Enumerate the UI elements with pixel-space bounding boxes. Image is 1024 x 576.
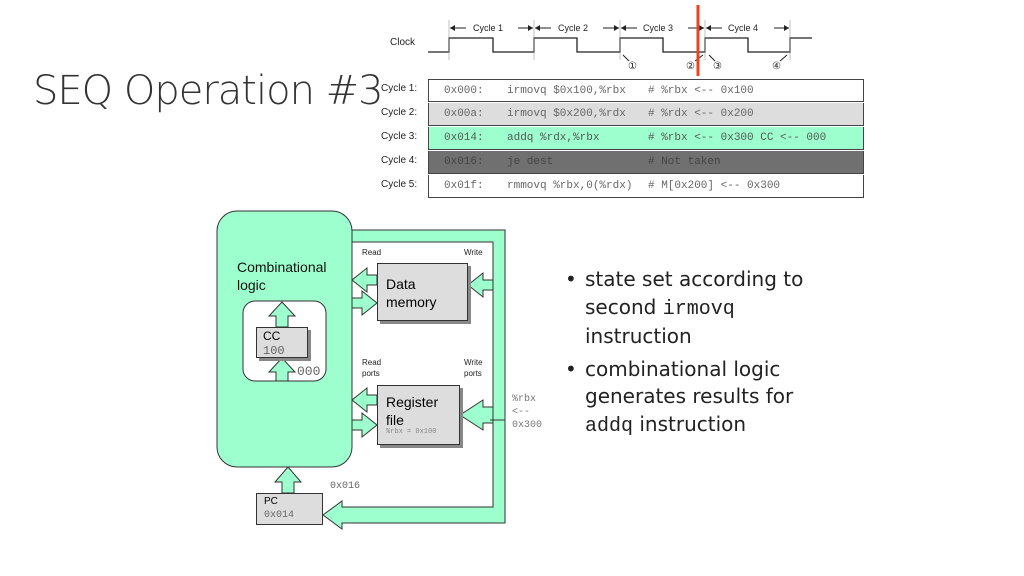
cycle-row-label: Cycle 5:	[381, 179, 418, 190]
clock-label: Clock	[390, 37, 416, 48]
cycle-label: Cycle 2	[558, 23, 589, 33]
cc-value: 100	[263, 344, 285, 358]
pc-next-value: 0x016	[330, 481, 361, 492]
cycle-label: Cycle 4	[728, 23, 759, 33]
reg-update-name: %rbx	[512, 394, 537, 405]
instruction-comment: # %rdx <-- 0x200	[648, 108, 754, 120]
bullet-item: •state set according to second irmovq in…	[565, 267, 804, 348]
reg-write-label: Write ports	[464, 358, 483, 378]
instruction-text: je dest	[507, 156, 554, 168]
bullet-list: •state set according to second irmovq in…	[565, 266, 825, 445]
program-row: 0x014: addq %rdx,%rbx # %rbx <-- 0x300 CC …	[428, 127, 864, 150]
cycle-row-label: Cycle 3:	[381, 131, 418, 142]
comb-logic-label: Combinational logic	[237, 259, 327, 293]
feedback-bus	[322, 229, 506, 530]
arrowheads	[450, 25, 789, 31]
reg-read-label: Read ports	[362, 358, 382, 378]
pc-label: PC	[264, 496, 278, 507]
cc-register: CC 100	[256, 327, 308, 358]
pc-register: PC 0x014	[256, 493, 323, 525]
instruction-address: 0x014:	[444, 132, 484, 144]
cycle-row-label: Cycle 1:	[381, 83, 418, 94]
program-row: 0x000: irmovq $0x100,%rbx # %rbx <-- 0x100	[428, 79, 864, 102]
mem-write-arrow	[467, 271, 494, 299]
bullet-text: state set according to second	[585, 267, 804, 319]
reg-update-arrow: <--	[512, 407, 531, 418]
bullet-code: addq	[585, 414, 634, 438]
bullet-code: irmovq	[662, 297, 735, 321]
cc-next-value: 000	[297, 364, 321, 379]
register-state: %rbx = 0x100	[386, 428, 437, 436]
register-file-label: Register file	[386, 394, 439, 428]
marker-4: ④	[772, 61, 781, 72]
program-row: 0x00a: irmovq $0x200,%rdx # %rdx <-- 0x200	[428, 103, 864, 126]
instruction-comment: # %rbx <-- 0x100	[648, 85, 754, 97]
pc-to-logic-arrow	[273, 466, 303, 494]
mem-read-label: Read	[362, 248, 382, 257]
reg-write-addr-arrow	[351, 411, 378, 439]
cc-in-arrow	[267, 357, 297, 382]
instruction-address: 0x00a:	[444, 108, 484, 120]
reg-read-arrow	[351, 386, 378, 414]
clock-diagram	[428, 5, 812, 76]
bullet-text: instruction	[633, 411, 747, 436]
instruction-comment: # %rbx <-- 0x300 CC <-- 000	[648, 132, 827, 144]
bullet-item: •combinational logic generates results f…	[565, 356, 794, 438]
instruction-address: 0x016:	[444, 156, 484, 168]
cc-out-arrow	[267, 301, 297, 328]
marker-3: ③	[713, 61, 722, 72]
data-memory-label: Data memory	[386, 276, 437, 310]
instruction-text: addq %rdx,%rbx	[507, 132, 600, 144]
instruction-address: 0x01f:	[444, 180, 484, 192]
instruction-comment: # Not taken	[648, 156, 721, 168]
cc-label: CC	[263, 329, 281, 343]
instruction-text: irmovq $0x100,%rbx	[507, 85, 626, 97]
cycle-label: Cycle 3	[643, 23, 674, 33]
instruction-text: rmmovq %rbx,0(%rdx)	[507, 180, 633, 192]
mem-write-addr-arrow	[351, 289, 378, 317]
register-file: Register file %rbx = 0x100	[377, 385, 460, 445]
instruction-address: 0x000:	[444, 85, 484, 97]
cycle-row-label: Cycle 4:	[381, 155, 418, 166]
program-row: 0x016: je dest # Not taken	[428, 151, 864, 174]
data-memory: Data memory	[377, 263, 468, 321]
instruction-text: irmovq $0x200,%rdx	[507, 108, 626, 120]
program-row: 0x01f: rmmovq %rbx,0(%rdx) # M[0x200] <-- …	[428, 175, 864, 198]
cycle-row-label: Cycle 2:	[381, 107, 418, 118]
reg-update-value: 0x300	[512, 420, 543, 431]
mem-write-label: Write	[464, 248, 483, 257]
marker-1: ①	[628, 61, 637, 72]
marker-2: ②	[686, 61, 695, 72]
bullet-text: combinational logic generates results fo…	[585, 356, 794, 409]
bullet-text: instruction	[585, 324, 692, 348]
cycle-ticks	[448, 20, 791, 60]
instruction-comment: # M[0x200] <-- 0x300	[648, 180, 781, 192]
mem-read-arrow	[351, 266, 378, 294]
slide-title: SEQ Operation #3	[33, 68, 384, 114]
cycle-label: Cycle 1	[473, 23, 504, 33]
reg-write-arrow	[459, 399, 494, 431]
pc-value: 0x014	[264, 510, 295, 521]
register-update: %rbx <-- 0x300	[512, 393, 542, 432]
